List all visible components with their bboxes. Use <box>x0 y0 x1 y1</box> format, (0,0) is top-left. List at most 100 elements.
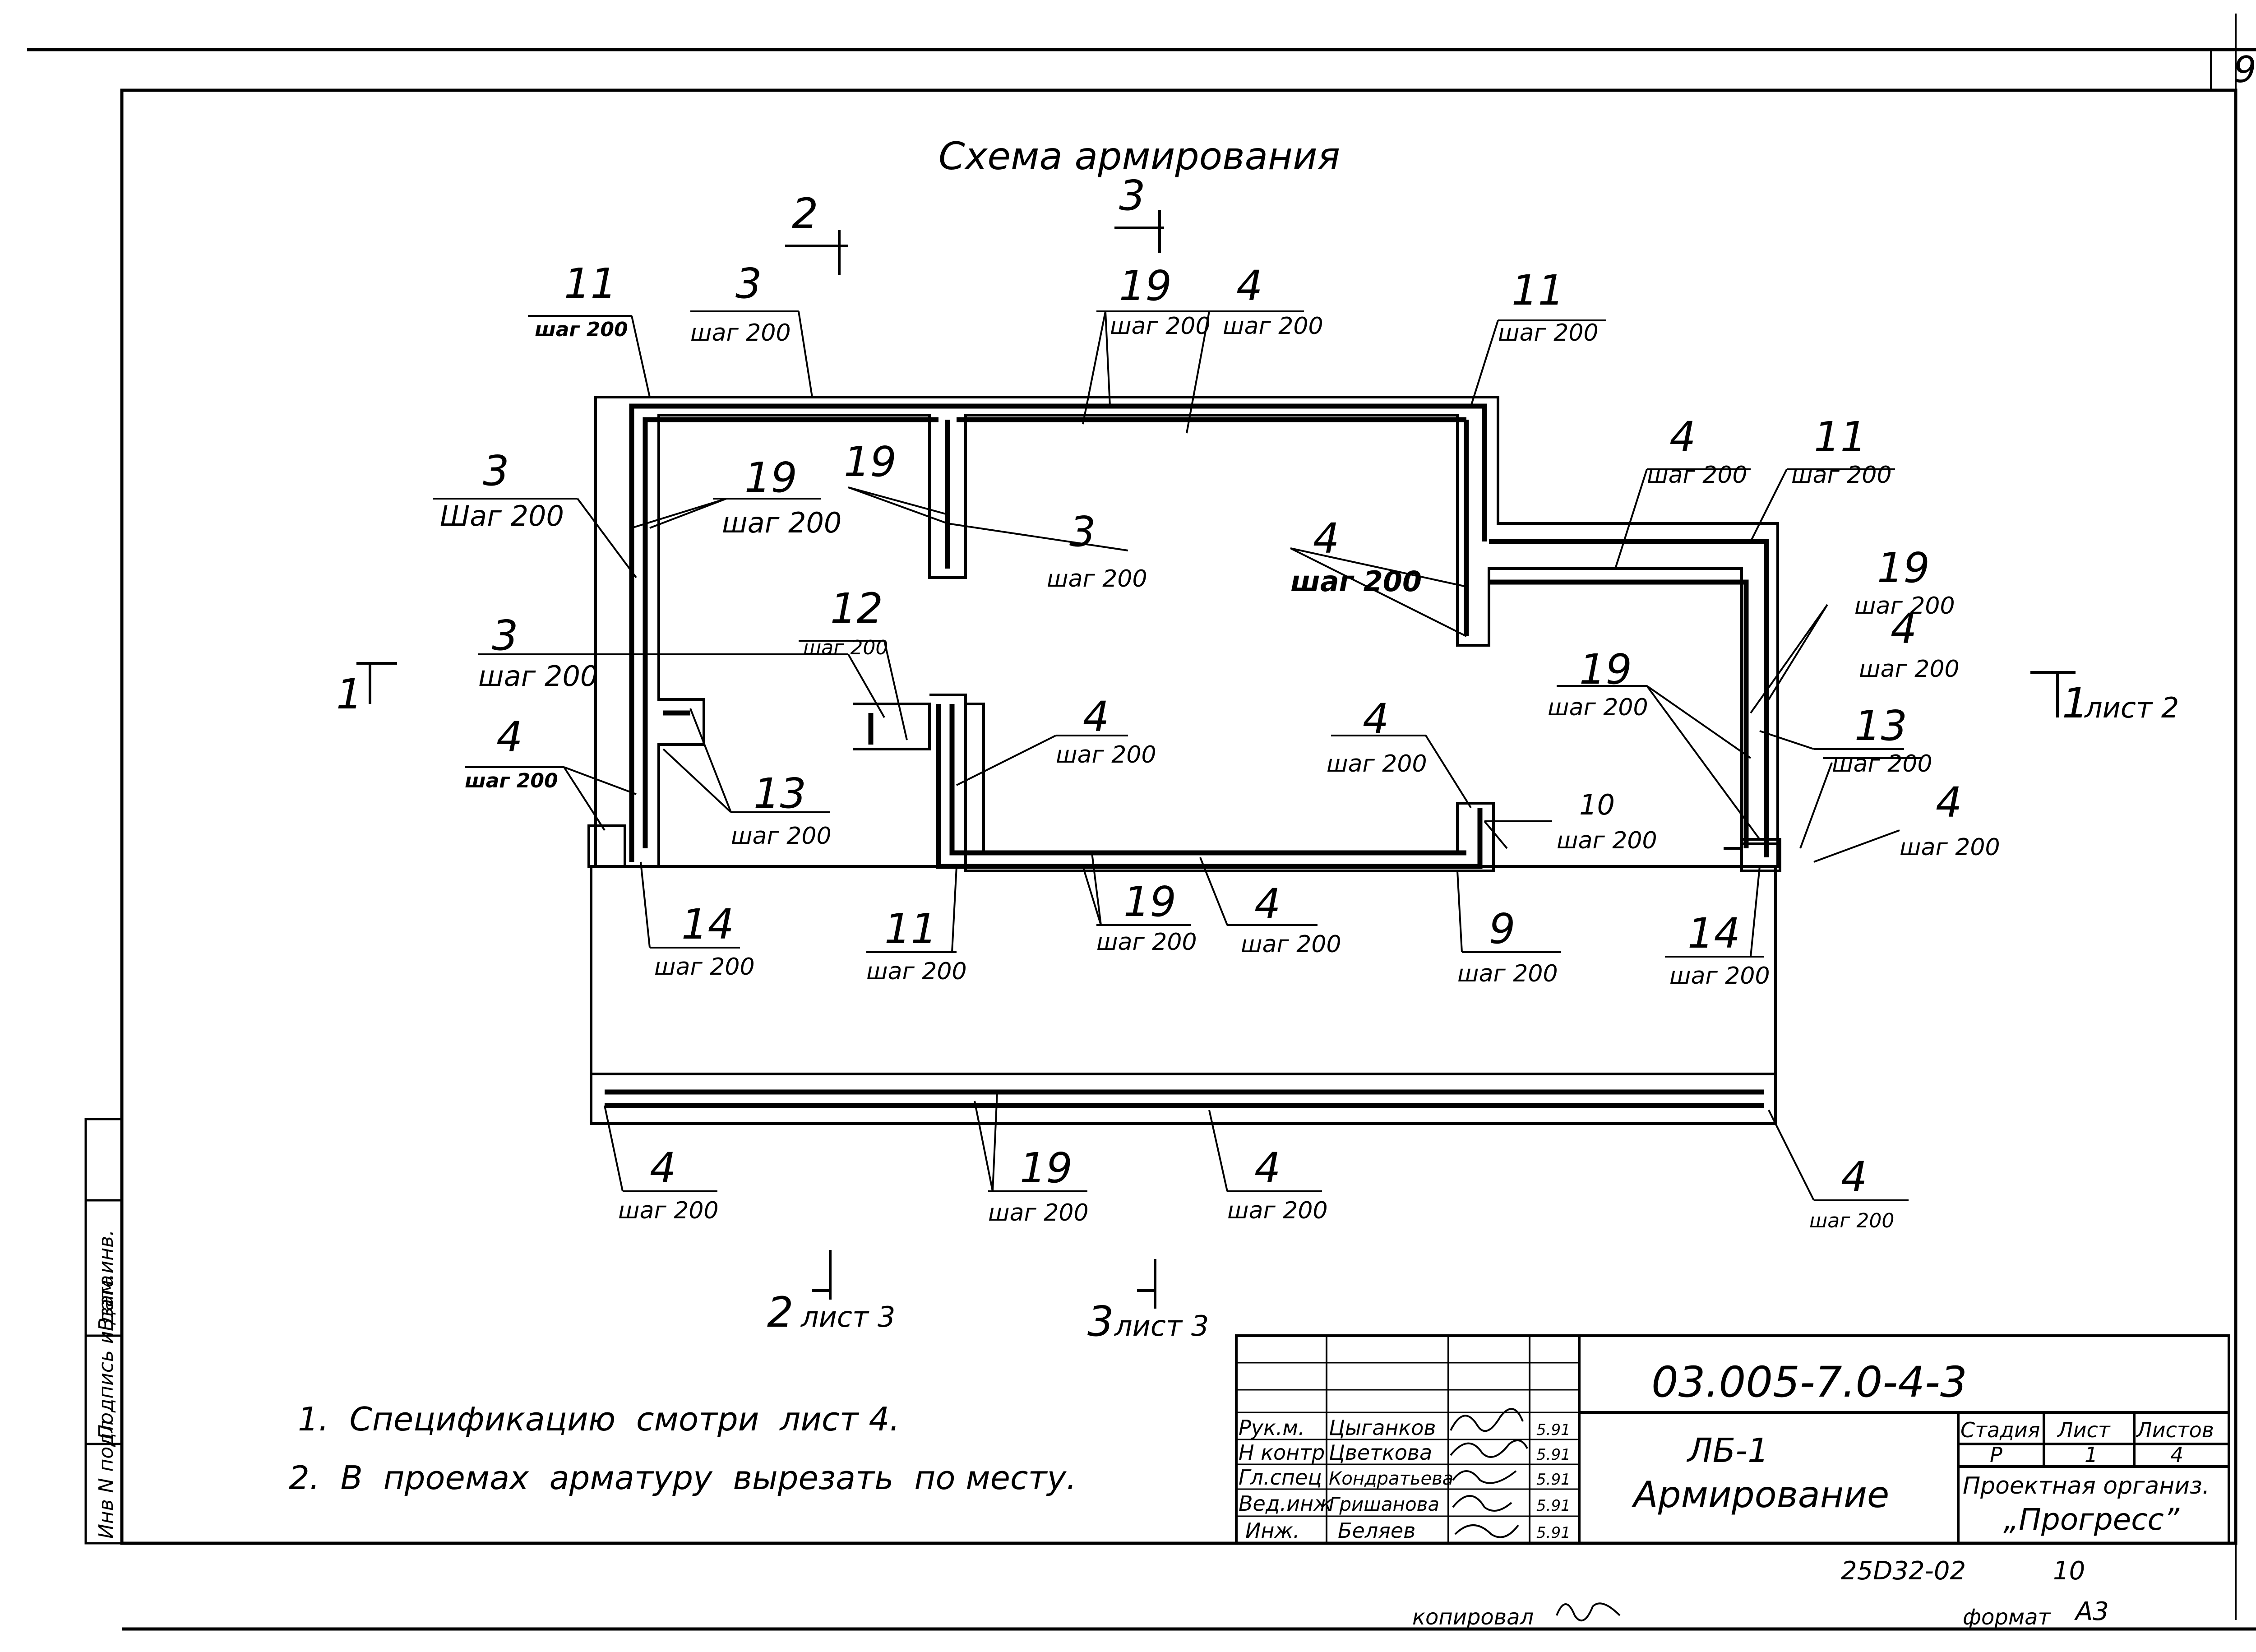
callout-step: шаг 200 <box>465 769 558 792</box>
copied-signature <box>1556 1602 1621 1622</box>
callout-num: 9 <box>1489 905 1516 953</box>
sig-name: Цветкова <box>1329 1440 1432 1465</box>
cut3-bottom-label: 3 <box>1087 1297 1114 1346</box>
sig-date: 5.91 <box>1536 1497 1571 1515</box>
callout-step: шаг 200 <box>1227 1197 1328 1224</box>
callout-step: шаг 200 <box>1498 319 1599 347</box>
format-value: А3 <box>2074 1597 2109 1626</box>
object-name: ЛБ-1 <box>1686 1431 1769 1470</box>
title-block <box>1235 1334 2230 1545</box>
callout-step: шаг 200 <box>1669 963 1770 990</box>
callout-step: шаг 200 <box>1557 827 1657 854</box>
cut-marks <box>356 210 2076 1309</box>
cut1-right-label: 1 <box>2062 679 2089 727</box>
callout-num: 4 <box>1313 514 1340 563</box>
callout-step: шаг 200 <box>988 1199 1089 1226</box>
cut2-bottom-label: 2 <box>767 1288 794 1337</box>
sig-name: Гришанова <box>1329 1493 1439 1515</box>
stamp-signature-date: Подпись и дата <box>95 1275 118 1439</box>
callout-labels: 11 шаг 200 3 шаг 200 19 шаг 200 4 шаг 20… <box>440 259 2000 1232</box>
sheet-number: 9 <box>2233 49 2256 91</box>
document-code: 03.005-7.0-4-3 <box>1651 1358 1967 1407</box>
callout-num: 19 <box>1119 262 1172 310</box>
sig-role: Гл.спец <box>1239 1465 1322 1490</box>
callout-step: шаг 200 <box>1241 931 1341 958</box>
callout-num: 19 <box>1123 878 1176 926</box>
callout-step: шаг 200 <box>654 953 755 981</box>
sheet-header: Лист <box>2057 1418 2111 1442</box>
cut2-top-label: 2 <box>792 190 818 238</box>
callout-num: 13 <box>754 769 806 818</box>
callout-num: 3 <box>483 447 509 495</box>
callout-step: шаг 200 <box>1110 313 1211 340</box>
callout-step: шаг 200 <box>1327 750 1427 777</box>
callout-num: 4 <box>1669 413 1696 461</box>
sig-date: 5.91 <box>1536 1471 1571 1489</box>
callout-step: шаг 200 <box>1047 565 1147 592</box>
callout-step: шаг 200 <box>803 636 888 659</box>
callout-num: 3 <box>492 611 518 660</box>
cut2-bottom-sheet: лист 3 <box>800 1300 895 1333</box>
stage-value: Р <box>1990 1443 2002 1467</box>
reinforcement-bars <box>605 403 1769 1108</box>
cut1-right-sheet: лист 2 <box>2084 691 2179 724</box>
callout-num: 19 <box>1579 645 1632 694</box>
sig-date: 5.91 <box>1536 1524 1571 1542</box>
note-1: 1. Спецификацию смотри лист 4. <box>298 1400 900 1438</box>
callout-step: шаг 200 <box>866 958 967 985</box>
callout-step: шаг 200 <box>1809 1209 1894 1232</box>
callout-step: шаг 200 <box>1900 834 2000 861</box>
sig-date: 5.91 <box>1536 1446 1571 1464</box>
callout-num: 13 <box>1854 702 1907 750</box>
cut1-left-label: 1 <box>336 670 363 718</box>
stage-header: Стадия <box>1960 1418 2040 1442</box>
callout-num: 19 <box>744 453 797 502</box>
callout-step: шаг 200 <box>731 823 832 850</box>
callout-num: 11 <box>884 905 937 953</box>
sig-role: Рук.м. <box>1239 1416 1305 1440</box>
callout-step: шаг 200 <box>1647 462 1747 489</box>
callout-step: шаг 200 <box>1290 565 1422 598</box>
callout-step: шаг 200 <box>1457 960 1558 987</box>
cut3-top-label: 3 <box>1119 171 1146 220</box>
callout-num: 14 <box>681 900 734 949</box>
callout-num: 3 <box>1069 508 1096 556</box>
callout-num: 10 <box>1579 788 1615 821</box>
sheet-value: 1 <box>2085 1443 2098 1467</box>
sheets-header: Листов <box>2136 1418 2214 1442</box>
note-2: 2. В проемах арматуру вырезать по месту. <box>289 1459 1077 1497</box>
callout-step: шаг 200 <box>1859 656 1960 683</box>
callout-step: шаг 200 <box>535 318 628 341</box>
archive-number: 25D32-02 <box>1841 1556 1966 1586</box>
callout-step: шаг 200 <box>690 319 791 347</box>
callout-step: шаг 200 <box>1832 750 1932 777</box>
callout-step: шаг 200 <box>1223 313 1323 340</box>
callout-num: 14 <box>1687 909 1740 958</box>
callout-num: 4 <box>1891 605 1917 653</box>
sig-role: Инж. <box>1245 1518 1300 1543</box>
callout-num: 4 <box>1363 695 1389 743</box>
sig-date: 5.91 <box>1536 1421 1571 1439</box>
signature-table: Рук.м. Цыганков 5.91 Н контр Цветкова 5.… <box>1239 1416 1571 1543</box>
callout-num: 4 <box>496 713 523 761</box>
callout-num: 4 <box>1236 262 1263 310</box>
callout-step: шаг 200 <box>1056 741 1156 768</box>
callout-step: шаг 200 <box>722 506 841 539</box>
callout-step: шаг 200 <box>478 660 598 693</box>
callout-num: 3 <box>735 259 762 308</box>
callout-step: шаг 200 <box>1096 929 1197 956</box>
leader-lines <box>433 310 1922 1201</box>
organization-line2: „Прогресс” <box>2003 1502 2180 1537</box>
callout-num: 19 <box>1877 544 1930 592</box>
callout-num: 19 <box>1020 1144 1073 1192</box>
archive-page: 10 <box>2053 1556 2085 1586</box>
drawing-title: Схема армирования <box>938 134 1340 178</box>
sig-name: Цыганков <box>1329 1416 1436 1440</box>
sig-role: Вед.инж <box>1239 1491 1332 1516</box>
callout-num: 4 <box>1254 1144 1281 1192</box>
callout-num: 4 <box>650 1144 676 1192</box>
callout-num: 4 <box>1083 693 1110 741</box>
callout-step: шаг 200 <box>1548 694 1648 721</box>
side-stamp <box>84 1118 123 1545</box>
stamp-inv-podl: Инв N подл <box>95 1420 118 1539</box>
